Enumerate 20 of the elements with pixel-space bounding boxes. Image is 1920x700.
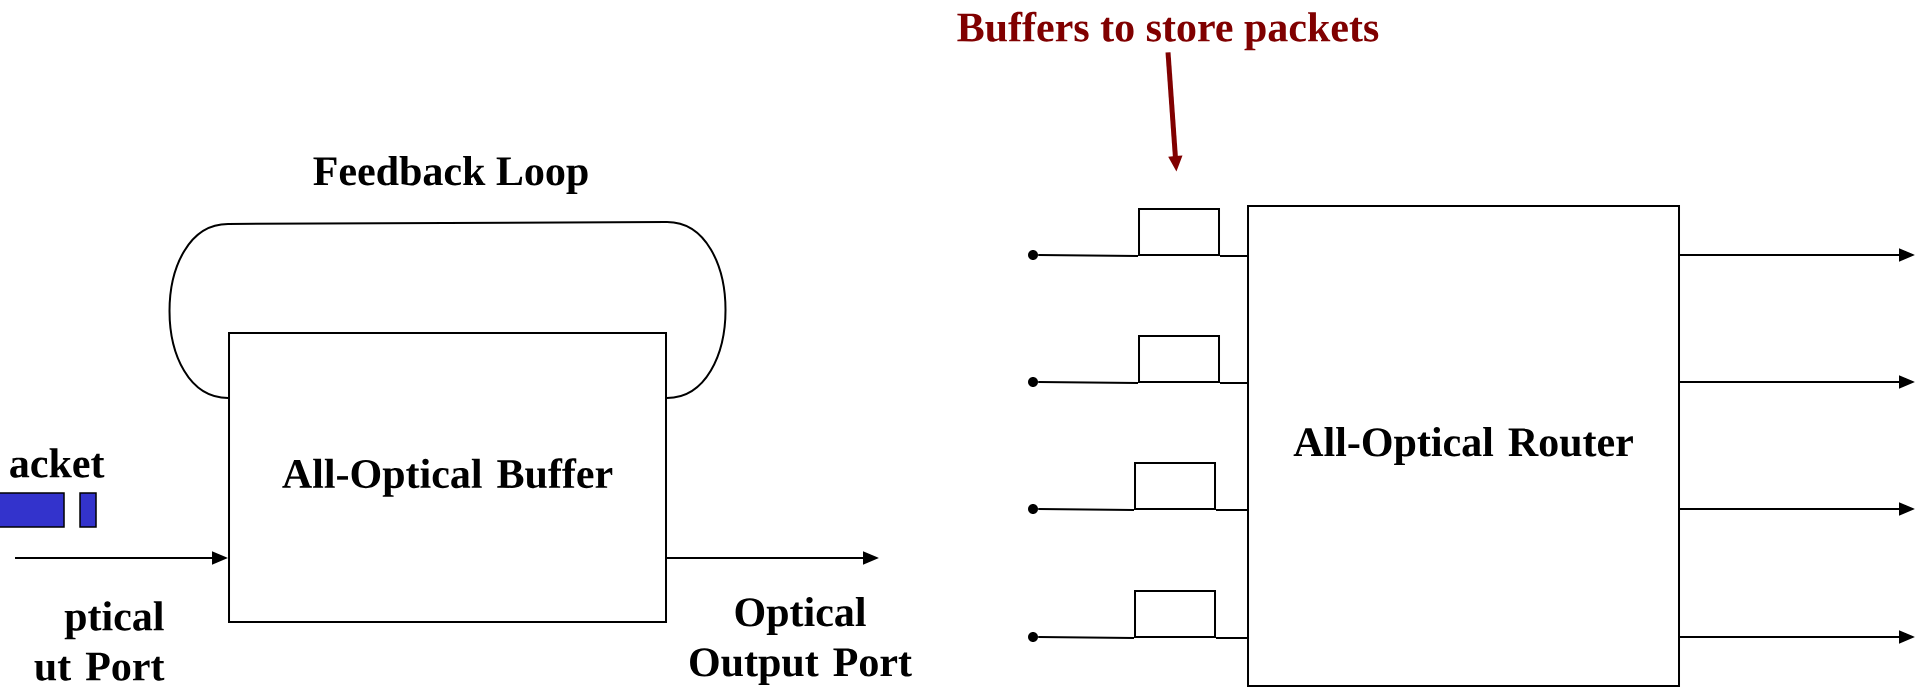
annotation-text: Buffers to store packets [957, 11, 1379, 51]
connector-line [1037, 381, 1139, 384]
connector-line [1037, 508, 1135, 511]
connector-line [1215, 509, 1248, 511]
edge-label: Feedback Loop [310, 153, 592, 197]
process-box: All-Optical Router [1247, 205, 1680, 687]
port-label: acket [10, 448, 105, 478]
buffer-box [1134, 462, 1216, 510]
feedback-loop [168, 221, 727, 399]
buffer-box [1138, 335, 1220, 383]
connector-line [1219, 382, 1248, 384]
buffer-box [1134, 590, 1216, 638]
connector-line [1037, 254, 1139, 257]
connector-line [1219, 255, 1248, 257]
process-box: All-Optical Buffer [228, 332, 667, 623]
connector-line [1215, 637, 1248, 639]
connector-line [1037, 636, 1135, 639]
port-label: Optical Output Port [690, 596, 912, 685]
buffer-box [1138, 208, 1220, 256]
port-label: ptical ut Port [34, 601, 165, 681]
